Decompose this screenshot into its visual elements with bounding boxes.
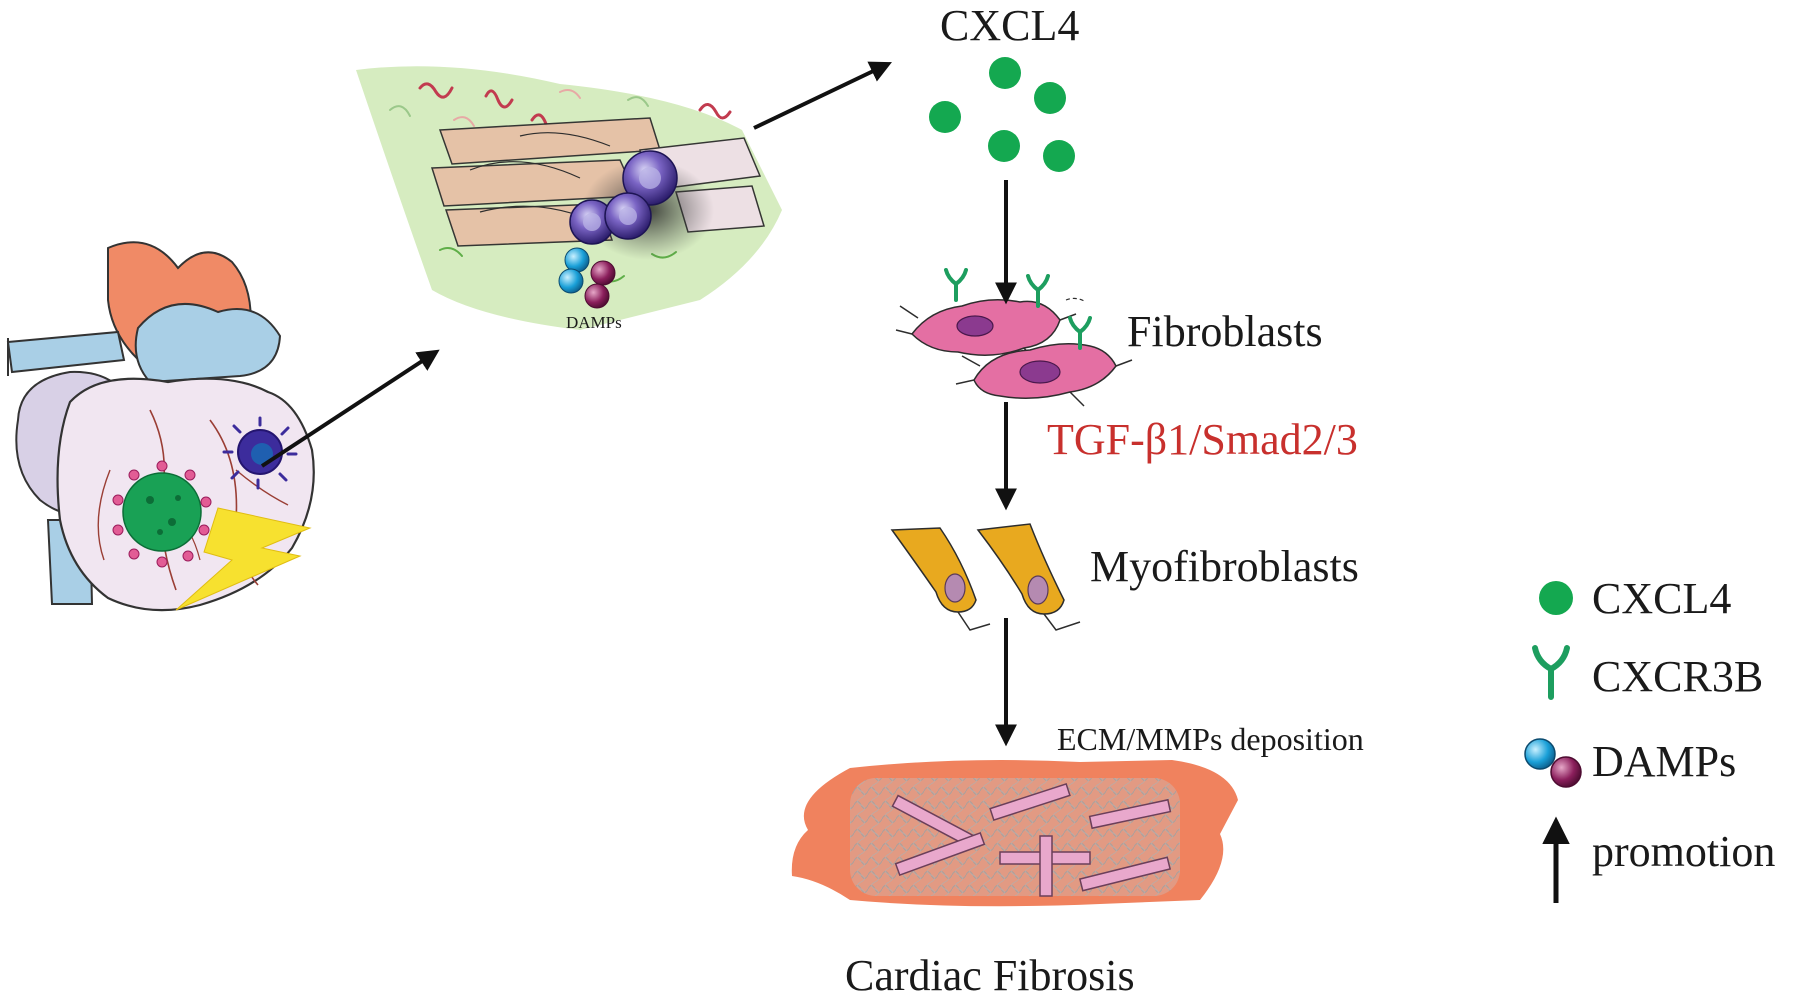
virus-icon [112, 460, 212, 568]
legend-damps-label: DAMPs [1592, 737, 1737, 786]
heart-illustration [6, 241, 315, 612]
legend-receptor-icon [1532, 645, 1570, 700]
arrow-tissue-to-cxcl4 [753, 61, 892, 130]
cxcl4-dot-cluster [929, 57, 1075, 172]
pathway-label: TGF-β1/Smad2/3 [1047, 415, 1358, 464]
myofibroblasts-label: Myofibroblasts [1090, 542, 1359, 591]
legend-promotion-label: promotion [1592, 827, 1776, 876]
damps-tissue-label: DAMPs [566, 313, 622, 332]
cardiac-fibrosis-label: Cardiac Fibrosis [845, 951, 1135, 995]
damaged-tissue-illustration [356, 66, 782, 331]
immune-cell-icon [222, 416, 298, 490]
legend-damps-icon [1524, 738, 1582, 788]
cxcl4-label: CXCL4 [940, 1, 1080, 50]
myofibroblast-cells-illustration [890, 523, 1081, 631]
legend-cxcl4-dot-icon [1539, 581, 1573, 615]
legend-cxcl4-label: CXCL4 [1592, 574, 1732, 623]
arrow-heart-to-tissue [260, 349, 440, 468]
legend-cxcr3b-label: CXCR3B [1592, 652, 1764, 701]
tissue-damps-cluster [558, 247, 616, 309]
fibroblasts-label: Fibroblasts [1127, 307, 1323, 356]
flow-arrows [260, 61, 1017, 747]
legend-icons [1524, 581, 1582, 903]
ecm-deposition-label: ECM/MMPs deposition [1057, 721, 1364, 757]
cardiac-fibrosis-illustration [791, 760, 1238, 907]
fibroblast-cells-illustration [895, 268, 1133, 407]
